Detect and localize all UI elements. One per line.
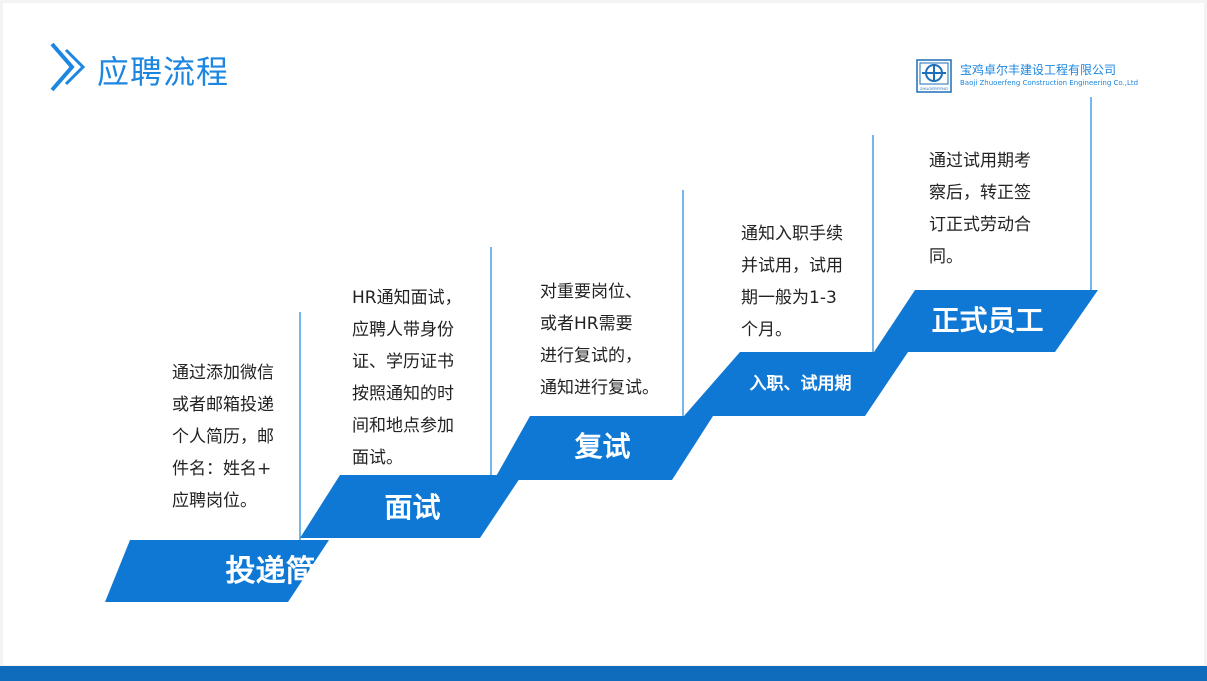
bottom-bar — [0, 666, 1207, 681]
step-label-4: 入职、试用期 — [749, 374, 852, 394]
step-description-4: 通知入职手续并试用，试用期一般为1-3 个月。 — [741, 218, 843, 346]
step-shape-2 — [300, 475, 522, 538]
step-label-3: 复试 — [574, 430, 631, 463]
logo-text: ZHUOERFENG — [920, 86, 948, 91]
step-description-line: 或者邮箱投递 — [172, 395, 274, 415]
step-description-line: 按照通知的时 — [352, 384, 454, 404]
step-description-line: 并试用，试用 — [741, 256, 843, 276]
company-name-en: Baoji Zhuoerfeng Construction Engineerin… — [960, 79, 1139, 87]
step-description-line: 个月。 — [741, 320, 792, 340]
double-chevron-icon — [50, 42, 86, 92]
step-description-3: 对重要岗位、或者HR需要进行复试的， 通知进行复试。 — [540, 276, 659, 404]
step-description-2: HR通知面试， 应聘人带身份证、学历证书按照通知的时间和地点参加面试。 — [352, 282, 462, 474]
company-logo-icon: ZHUOERFENG — [916, 59, 952, 93]
step-description-line: 通知入职手续 — [741, 224, 843, 244]
step-description-1: 通过添加微信或者邮箱投递个人简历，邮件名：姓名+ 应聘岗位。 — [172, 357, 274, 517]
step-description-line: 对重要岗位、 — [540, 282, 642, 302]
step-label-1: 投递简历 — [225, 554, 346, 589]
step-description-line: 或者HR需要 — [540, 314, 633, 334]
step-description-line: 面试。 — [352, 448, 403, 468]
step-shape-1 — [105, 540, 329, 602]
step-description-line: 察后，转正签 — [929, 183, 1031, 203]
step-description-line: 通过试用期考 — [929, 151, 1031, 171]
step-shape-3 — [494, 416, 713, 480]
page-title: 应聘流程 — [97, 53, 230, 91]
step-shape-5 — [874, 290, 1098, 352]
step-description-line: 进行复试的， — [540, 346, 642, 366]
step-description-line: 应聘岗位。 — [172, 491, 257, 511]
step-description-line: 应聘人带身份 — [352, 320, 454, 340]
step-description-line: HR通知面试， — [352, 288, 462, 308]
step-description-line: 间和地点参加 — [352, 416, 454, 436]
step-description-line: 同。 — [929, 247, 963, 267]
company-name-cn: 宝鸡卓尔丰建设工程有限公司 — [960, 63, 1117, 77]
step-description-line: 通过添加微信 — [172, 363, 274, 383]
step-description-line: 证、学历证书 — [352, 352, 454, 372]
step-description-line: 件名：姓名+ — [172, 459, 272, 479]
step-description-line: 个人简历，邮 — [172, 427, 274, 447]
step-label-2: 面试 — [384, 491, 441, 524]
step-label-5: 正式员工 — [931, 304, 1044, 337]
step-description-line: 期一般为1-3 — [741, 288, 837, 308]
step-description-line: 通知进行复试。 — [540, 378, 659, 398]
step-shape-4 — [684, 352, 908, 416]
step-description-5: 通过试用期考察后，转正签订正式劳动合同。 — [929, 145, 1031, 273]
step-description-line: 订正式劳动合 — [929, 215, 1031, 235]
